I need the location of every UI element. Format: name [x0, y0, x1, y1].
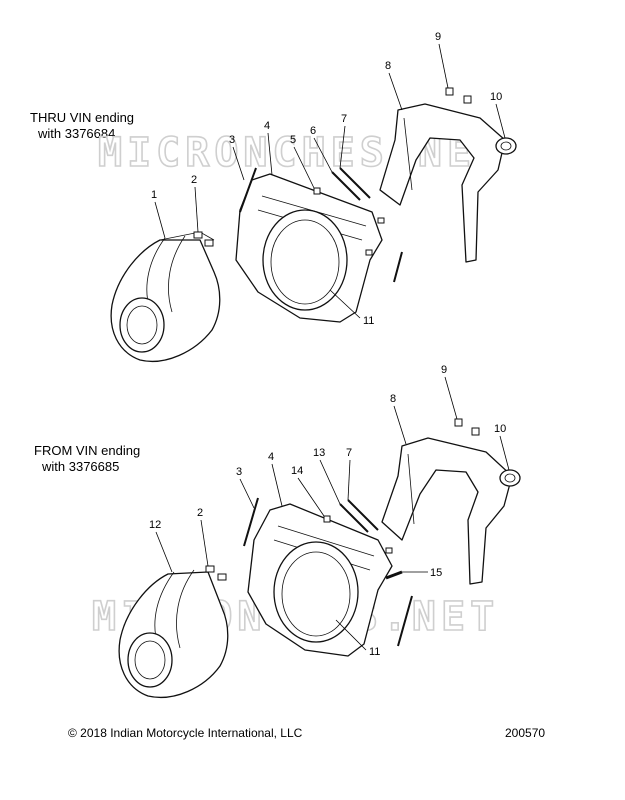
section-label-thru-vin: THRU VIN ending with 3376684 [30, 110, 134, 142]
bolt-9c [454, 418, 463, 427]
callout-bottom-15: 15 [430, 567, 442, 579]
screw-side-b [365, 249, 373, 256]
callout-top-1: 1 [151, 189, 157, 201]
grommet-10 [495, 137, 517, 155]
clip-2b [204, 239, 214, 247]
callout-bottom-11: 11 [369, 646, 380, 658]
clip-2a [193, 231, 203, 239]
screw-3-bottom [243, 497, 259, 547]
callout-bottom-8: 8 [390, 393, 396, 405]
mounting-bracket [379, 103, 506, 263]
callout-top-11: 11 [363, 315, 374, 327]
diagram-number: 200570 [505, 726, 546, 740]
callout-bottom-9: 9 [441, 364, 447, 376]
screw-long-right-bottom [397, 595, 413, 647]
callout-bottom-14: 14 [291, 465, 303, 477]
bolt-9d [471, 427, 480, 436]
callout-bottom-12: 12 [149, 519, 161, 531]
clip-2c [205, 565, 215, 573]
mounting-bracket-bottom [381, 437, 513, 585]
section-label-line2: with 3376685 [42, 459, 120, 474]
callout-top-4: 4 [264, 120, 270, 132]
bolt-15 [385, 570, 403, 580]
screw-side-a [377, 217, 385, 224]
inner-fairing-bottom [247, 503, 393, 657]
section-label-from-vin: FROM VIN ending with 3376685 [34, 443, 140, 475]
callout-top-2: 2 [191, 174, 197, 186]
strip-7-bottom [347, 499, 379, 531]
section-label-line1: FROM VIN ending [34, 443, 141, 458]
strip-13 [339, 503, 369, 533]
callout-top-5: 5 [290, 134, 296, 146]
callout-top-6: 6 [310, 125, 316, 137]
callouts-bottom: 12 2 3 4 14 13 7 8 9 10 15 11 [149, 364, 510, 658]
bolt-9a [445, 87, 454, 96]
callouts-top: 1 2 3 4 5 6 7 8 9 10 11 [151, 31, 506, 327]
inner-fairing [235, 173, 383, 323]
bolt-9b [463, 95, 472, 104]
copyright-text: © 2018 Indian Motorcycle International, … [68, 726, 303, 740]
outer-fairing-12 [118, 569, 229, 698]
grommet-10-bottom [499, 469, 521, 487]
strip-7 [339, 167, 371, 199]
screw-14 [323, 515, 331, 523]
assembly-bottom [118, 418, 521, 698]
callout-bottom-3: 3 [236, 466, 242, 478]
strip-6 [331, 171, 361, 201]
callout-bottom-13: 13 [313, 447, 325, 459]
callout-top-7: 7 [341, 113, 347, 125]
screw-3 [239, 167, 257, 213]
callout-bottom-7: 7 [346, 447, 352, 459]
screw-5 [313, 187, 321, 195]
assembly-top [110, 87, 517, 362]
callout-top-8: 8 [385, 60, 391, 72]
screw-long-right [393, 251, 403, 283]
section-label-line2: with 3376684 [38, 126, 116, 141]
section-label-line1: THRU VIN ending [30, 110, 135, 125]
callout-bottom-10: 10 [494, 423, 506, 435]
clip-2d [217, 573, 227, 581]
callout-bottom-2: 2 [197, 507, 203, 519]
outer-fairing [110, 231, 221, 362]
callout-bottom-4: 4 [268, 451, 274, 463]
callout-top-9: 9 [435, 31, 441, 43]
callout-top-3: 3 [229, 134, 235, 146]
screw-side-c [385, 547, 393, 554]
callout-top-10: 10 [490, 91, 502, 103]
